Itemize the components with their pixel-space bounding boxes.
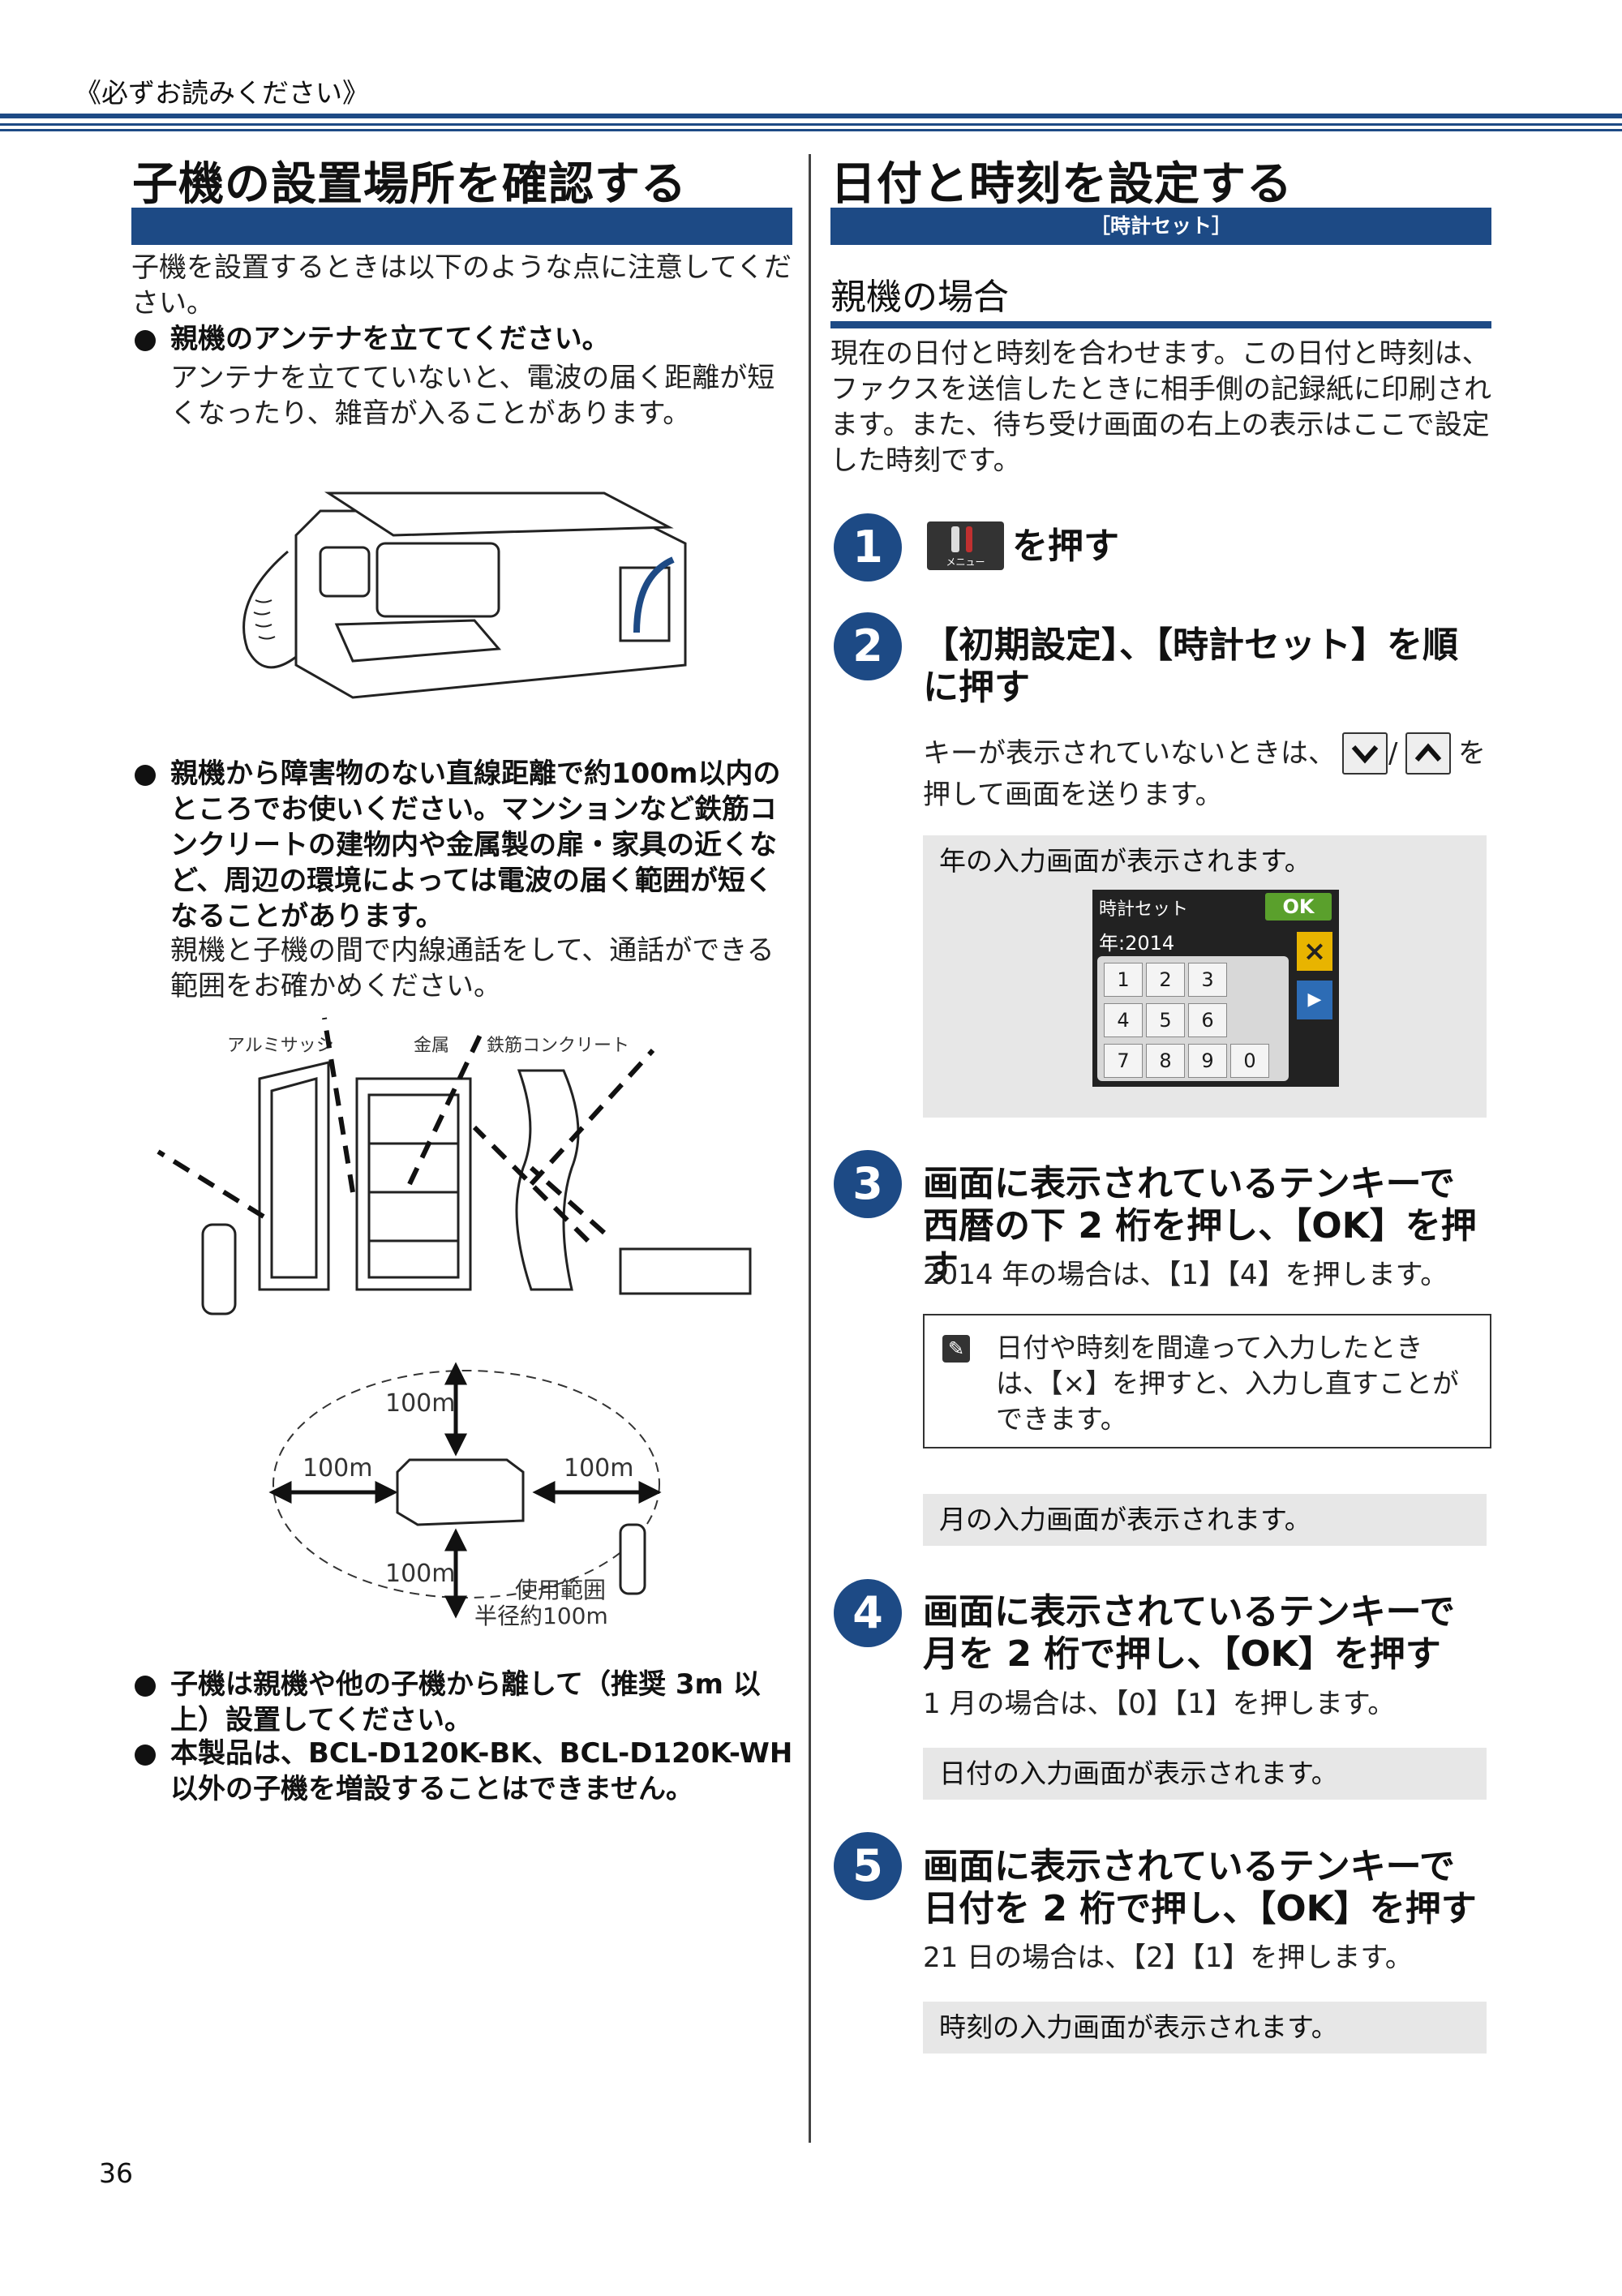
lcd-key-2[interactable]: 2 bbox=[1146, 963, 1185, 997]
time-screen-box: 時刻の入力画面が表示されます。 bbox=[923, 2002, 1487, 2054]
bullet4-text: 本製品は、BCL-D120K-BK、BCL-D120K-WH 以外の子機を増設す… bbox=[170, 1737, 793, 1805]
month-screen-box: 月の入力画面が表示されます。 bbox=[923, 1494, 1487, 1546]
lcd-key-7[interactable]: 7 bbox=[1104, 1044, 1143, 1078]
lcd-key-1[interactable]: 1 bbox=[1104, 963, 1143, 997]
printer-antenna-illustration bbox=[242, 491, 687, 699]
down-arrow-key-icon[interactable] bbox=[1342, 732, 1388, 775]
step-1-title: を押す bbox=[1012, 526, 1119, 567]
day-screen-text: 日付の入力画面が表示されます。 bbox=[939, 1757, 1338, 1789]
obstacles-illustration: アルミサッシ 金属 鉄筋コンクリート bbox=[157, 1017, 752, 1315]
step-5-desc: 21 日の場合は、【2】【1】を押します。 bbox=[923, 1942, 1413, 1974]
year-screen-text: 年の入力画面が表示されます。 bbox=[939, 845, 1311, 877]
range-label-bottom: 100m bbox=[385, 1560, 455, 1588]
step-5-title: 画面に表示されているテンキーで日付を 2 桁で押し、【OK】を押す bbox=[923, 1846, 1477, 1929]
lcd-title: 時計セット bbox=[1099, 899, 1189, 920]
step-2-title: 【初期設定】、【時計セット】を順に押す bbox=[923, 624, 1458, 708]
header-rule-thin-2 bbox=[0, 129, 1622, 131]
lcd-next-icon[interactable]: ▶ bbox=[1297, 981, 1332, 1019]
wrench-icon bbox=[951, 526, 959, 552]
menu-icon-label: メニュー bbox=[946, 556, 985, 568]
label-concrete: 鉄筋コンクリート bbox=[487, 1036, 629, 1056]
left-title-bar bbox=[131, 208, 792, 245]
section-rule bbox=[830, 321, 1491, 328]
lcd-screen: 時計セット OK 年:2014 1 2 3 4 5 6 7 8 9 0 × ▶ bbox=[1092, 890, 1339, 1087]
right-intro: 現在の日付と時刻を合わせます。この日付と時刻は、ファクスを送信したときに相手側の… bbox=[830, 337, 1491, 477]
screwdriver-icon bbox=[966, 526, 972, 552]
range-label-usage: 使用範囲 bbox=[515, 1577, 606, 1603]
menu-icon[interactable]: メニュー bbox=[927, 521, 1004, 570]
column-divider bbox=[809, 154, 811, 2143]
right-title-bar: ［時計セット］ bbox=[830, 208, 1491, 245]
time-screen-text: 時刻の入力画面が表示されます。 bbox=[939, 2011, 1338, 2043]
lcd-cancel-icon[interactable]: × bbox=[1297, 932, 1332, 971]
bullet1-body: アンテナを立てていないと、電波の届く距離が短くなったり、雑音が入ることがあります… bbox=[170, 362, 775, 430]
lcd-key-3[interactable]: 3 bbox=[1188, 963, 1227, 997]
month-screen-text: 月の入力画面が表示されます。 bbox=[939, 1504, 1311, 1535]
memo-icon: ✎ bbox=[942, 1335, 970, 1363]
bullet2-head: 親機から障害物のない直線距離で約100m以内のところでお使いください。マンション… bbox=[170, 757, 781, 933]
step-3-title: 画面に表示されているテンキーで西暦の下 2 桁を押し、【OK】を押す bbox=[923, 1163, 1477, 1289]
memo-box: ✎ 日付や時刻を間違って入力したときは、【×】を押すと、入力し直すことができます… bbox=[923, 1314, 1491, 1448]
day-screen-box: 日付の入力画面が表示されます。 bbox=[923, 1748, 1487, 1800]
bullet2-body: 親機と子機の間で内線通話をして、通話ができる範囲をお確かめください。 bbox=[170, 934, 775, 1002]
step-2-note-b: を bbox=[1458, 737, 1486, 770]
right-title: 日付と時刻を設定する bbox=[830, 158, 1293, 211]
clock-set-label: ［時計セット］ bbox=[1089, 214, 1232, 238]
bullet-dot bbox=[135, 1745, 156, 1766]
step-2-note-a: キーが表示されていないときは、 bbox=[923, 737, 1336, 770]
lcd-key-0[interactable]: 0 bbox=[1230, 1044, 1269, 1078]
section-heading: 親機の場合 bbox=[830, 277, 1009, 318]
header-rule-thin-1 bbox=[0, 123, 1622, 126]
range-label-left: 100m bbox=[303, 1454, 372, 1483]
lcd-key-8[interactable]: 8 bbox=[1146, 1044, 1185, 1078]
bullet3-text: 子機は親機や他の子機から離して（推奨 3m 以上）設置してください。 bbox=[170, 1668, 761, 1736]
step-3-desc: 2014 年の場合は、【1】【4】を押します。 bbox=[923, 1259, 1448, 1291]
label-metal: 金属 bbox=[414, 1036, 449, 1056]
step-2-number: 2 bbox=[834, 612, 902, 680]
bullet-dot bbox=[135, 765, 156, 786]
step-4-desc: 1 月の場合は、【0】【1】を押します。 bbox=[923, 1688, 1396, 1720]
lcd-key-9[interactable]: 9 bbox=[1188, 1044, 1227, 1078]
step-3-number: 3 bbox=[834, 1150, 902, 1218]
range-label-right: 100m bbox=[564, 1454, 633, 1483]
step-4-number: 4 bbox=[834, 1579, 902, 1647]
lcd-key-4[interactable]: 4 bbox=[1104, 1003, 1143, 1037]
header-rule bbox=[0, 114, 1622, 118]
left-title: 子機の設置場所を確認する bbox=[132, 158, 687, 211]
range-label-radius: 半径約100m bbox=[474, 1603, 608, 1629]
range-label-top: 100m bbox=[385, 1389, 455, 1418]
step-1-number: 1 bbox=[834, 513, 902, 582]
bullet-dot bbox=[135, 1676, 156, 1697]
range-diagram: 100m 100m 100m 100m 使用範囲 半径約100m bbox=[268, 1362, 662, 1629]
bullet1-head: 親機のアンテナを立ててください。 bbox=[170, 323, 610, 355]
step-4-title: 画面に表示されているテンキーで月を 2 桁で押し、【OK】を押す bbox=[923, 1591, 1456, 1675]
up-arrow-key-icon[interactable] bbox=[1405, 732, 1451, 775]
step-2-note-c: 押して画面を送ります。 bbox=[923, 779, 1223, 811]
lcd-key-6[interactable]: 6 bbox=[1188, 1003, 1227, 1037]
lcd-ok-button[interactable]: OK bbox=[1265, 893, 1332, 921]
left-intro: 子機を設置するときは以下のような点に注意してください。 bbox=[131, 251, 792, 320]
label-aluminum: アルミサッシ bbox=[227, 1036, 334, 1056]
step-2-note-sep: / bbox=[1388, 737, 1398, 770]
lcd-key-5[interactable]: 5 bbox=[1146, 1003, 1185, 1037]
running-header: 《必ずお読みください》 bbox=[75, 77, 369, 109]
step-5-number: 5 bbox=[834, 1832, 902, 1900]
memo-text: 日付や時刻を間違って入力したときは、【×】を押すと、入力し直すことができます。 bbox=[996, 1332, 1459, 1435]
bullet-dot bbox=[135, 330, 156, 351]
lcd-year-field: 年:2014 bbox=[1099, 932, 1175, 955]
page-number: 36 bbox=[99, 2157, 133, 2189]
